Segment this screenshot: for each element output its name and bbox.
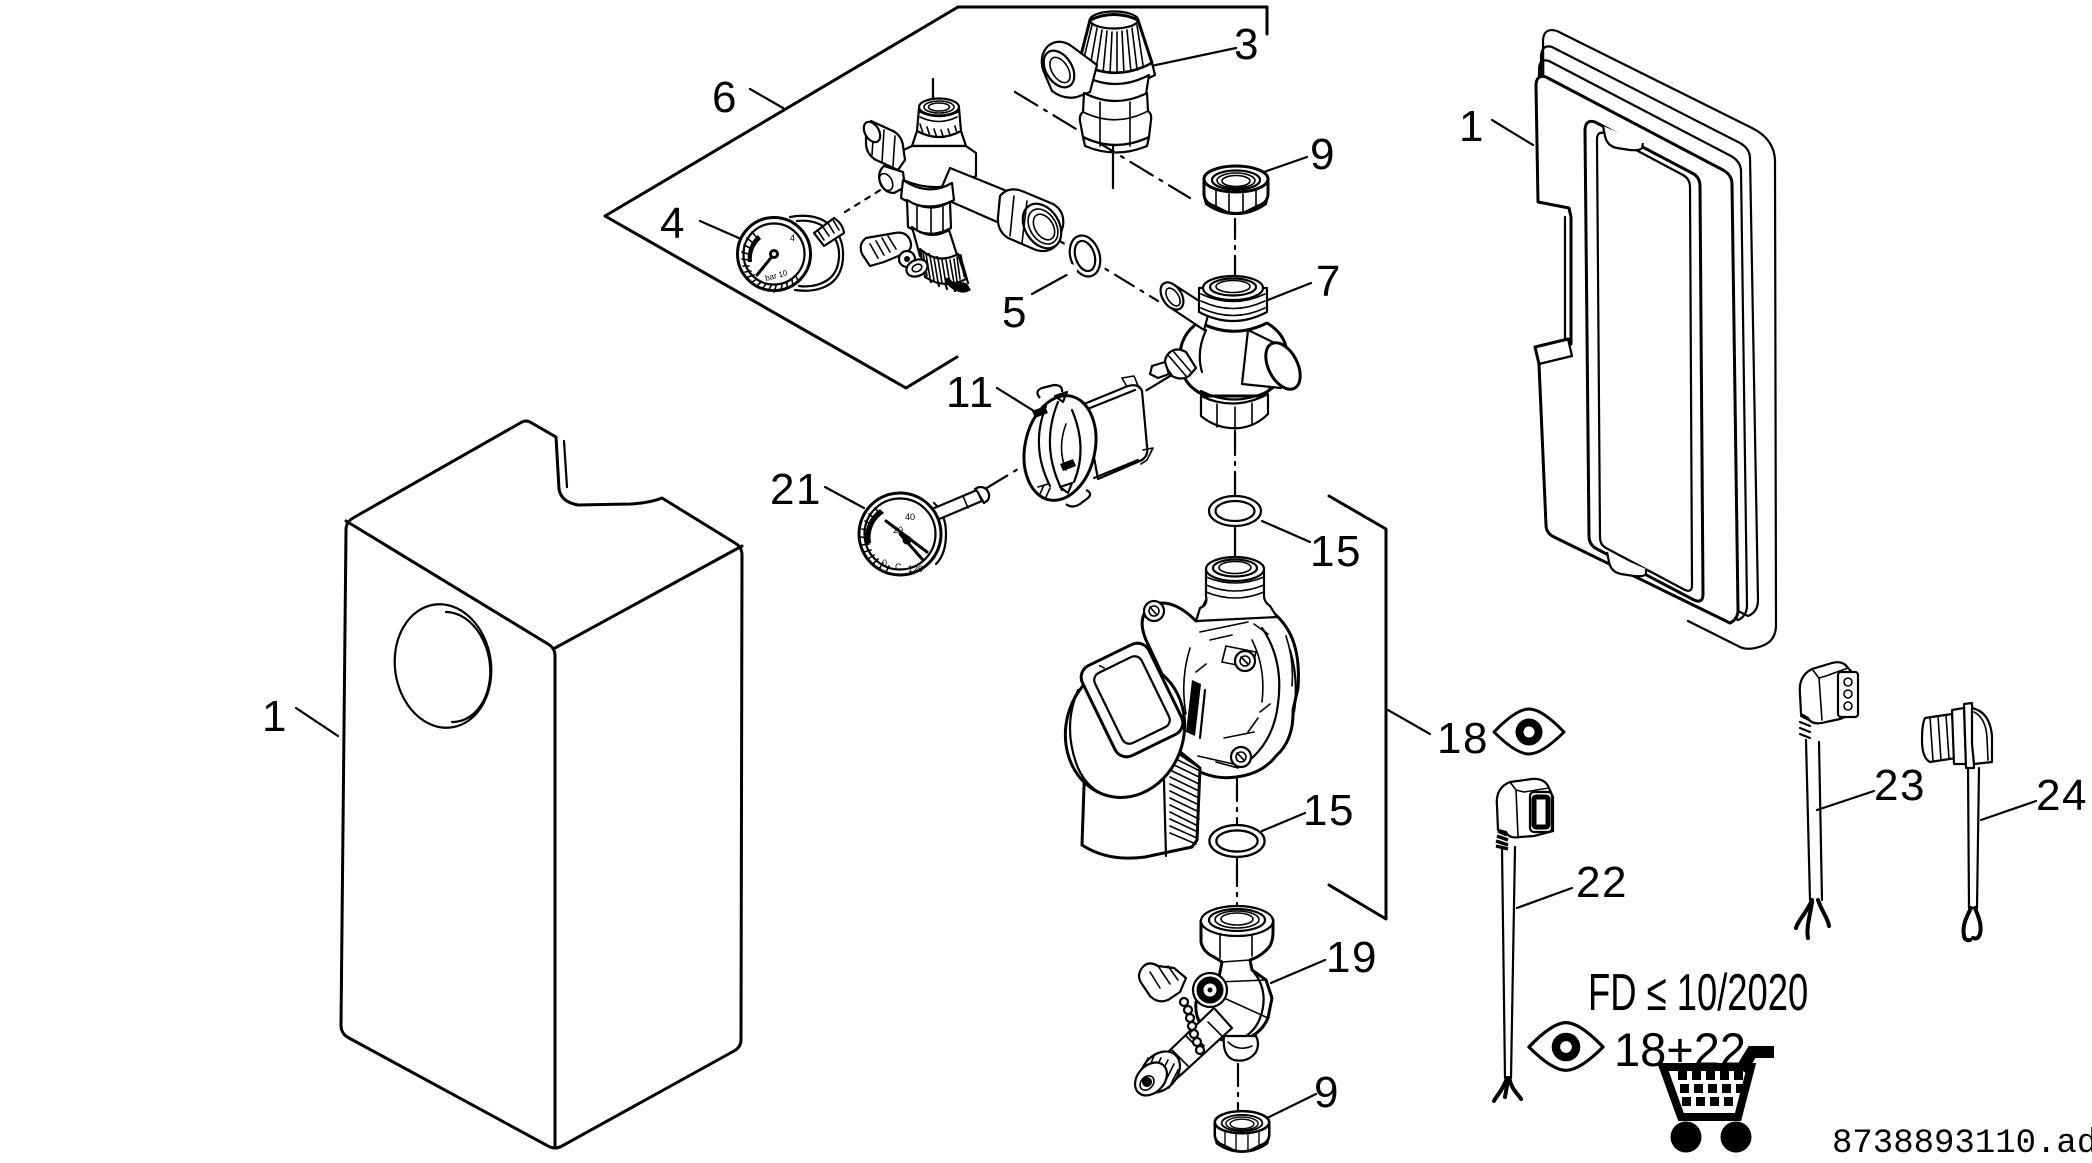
svg-text:5: 5: [1002, 288, 1028, 337]
svg-text:22: 22: [1576, 858, 1628, 907]
svg-text:20: 20: [893, 525, 903, 535]
svg-text:1: 1: [1459, 102, 1485, 151]
svg-text:15: 15: [1303, 786, 1355, 835]
svg-text:120: 120: [908, 564, 923, 574]
svg-text:6: 6: [712, 73, 738, 122]
svg-text:18+22: 18+22: [1614, 1023, 1746, 1076]
svg-text:0: 0: [882, 558, 887, 568]
svg-text:9: 9: [1310, 130, 1336, 179]
svg-text:1: 1: [262, 692, 288, 741]
svg-text:11: 11: [946, 368, 995, 417]
svg-text:21: 21: [770, 465, 822, 514]
svg-text:23: 23: [1874, 761, 1926, 810]
svg-text:18: 18: [1437, 714, 1489, 763]
svg-text:7: 7: [1316, 257, 1342, 306]
svg-text:8738893110.ad: 8738893110.ad: [1832, 1125, 2092, 1163]
svg-text:3: 3: [1234, 20, 1260, 69]
svg-text:19: 19: [1326, 933, 1378, 982]
svg-text:4: 4: [660, 199, 686, 248]
svg-text:15: 15: [1310, 527, 1362, 576]
svg-text:24: 24: [2036, 771, 2088, 820]
svg-text:C: C: [895, 562, 902, 572]
svg-text:FD ≤ 10/2020: FD ≤ 10/2020: [1588, 962, 1808, 1021]
svg-text:40: 40: [905, 512, 915, 522]
svg-text:9: 9: [1314, 1068, 1340, 1117]
svg-text:4: 4: [790, 233, 795, 243]
